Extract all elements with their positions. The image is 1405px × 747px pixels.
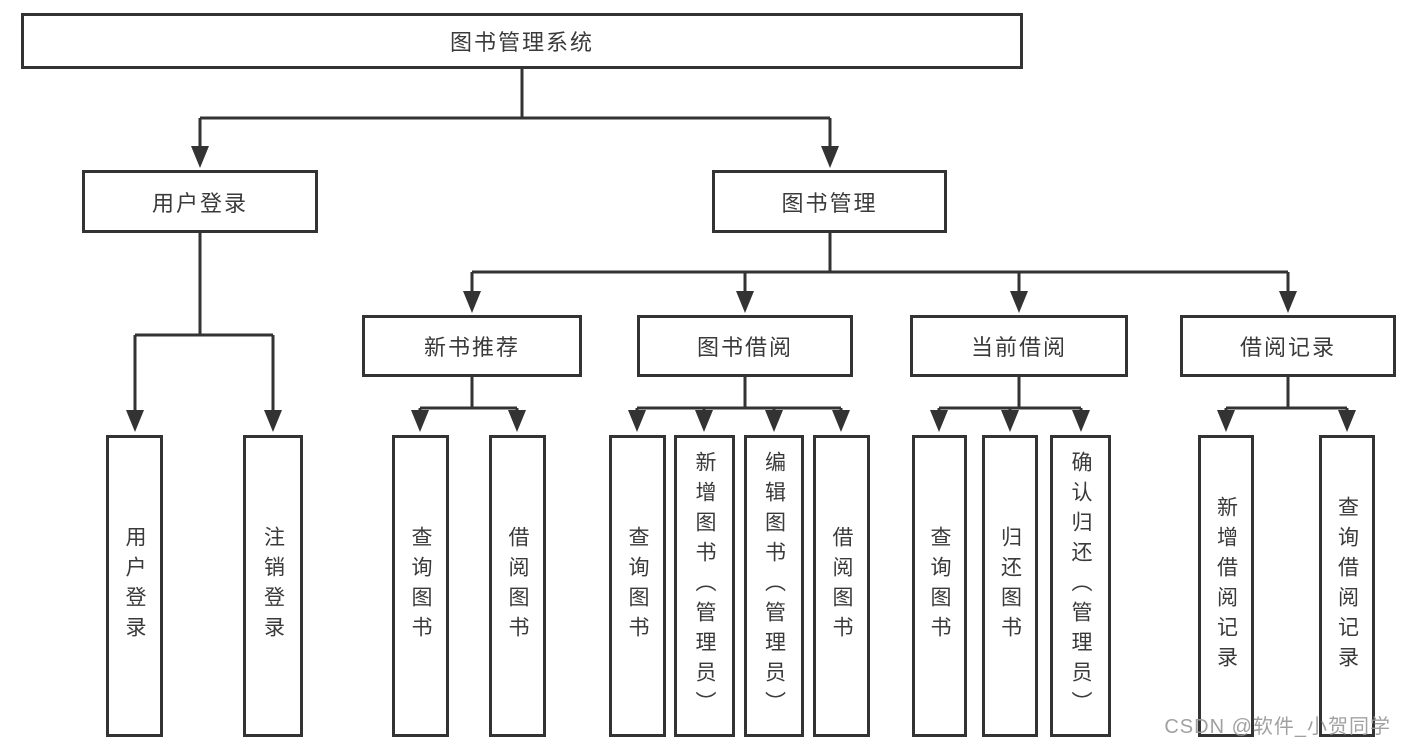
leaf-recommend-query-book: 查询图书 (392, 435, 449, 737)
arrowhead (930, 410, 948, 432)
arrowhead (191, 146, 209, 168)
arrowhead (1217, 410, 1235, 432)
arrowhead (736, 291, 754, 313)
leaf-current-return-book-label: 归还图书 (998, 526, 1022, 646)
leaf-recommend-borrow-book-label: 借阅图书 (506, 526, 529, 646)
leaf-records-query-borrow-record: 查询借阅记录 (1319, 435, 1375, 737)
node-book-management: 图书管理 (712, 170, 947, 233)
arrowhead (508, 410, 526, 432)
node-borrowing-records-label: 借阅记录 (1239, 335, 1336, 360)
leaf-borrowing-edit-book-admin-label: 编辑图书（管理员） (762, 451, 786, 721)
leaf-records-add-borrow-record-label: 新增借阅记录 (1214, 496, 1238, 676)
node-book-borrowing: 图书借阅 (637, 315, 853, 377)
leaf-recommend-query-book-label: 查询图书 (409, 526, 432, 646)
leaf-current-confirm-return-admin: 确认归还（管理员） (1050, 435, 1111, 737)
node-user-login: 用户登录 (82, 170, 318, 233)
node-current-borrowing-label: 当前借阅 (970, 335, 1067, 360)
arrowhead (463, 291, 481, 313)
node-root: 图书管理系统 (21, 13, 1023, 69)
arrowhead (1279, 291, 1297, 313)
leaf-current-query-book-label: 查询图书 (928, 526, 951, 646)
arrowhead (765, 410, 783, 432)
arrowhead (264, 410, 282, 432)
arrowhead (832, 410, 850, 432)
leaf-borrowing-add-book-admin: 新增图书（管理员） (674, 435, 735, 737)
leaf-borrowing-edit-book-admin: 编辑图书（管理员） (744, 435, 804, 737)
leaf-borrowing-add-book-admin-label: 新增图书（管理员） (693, 451, 716, 721)
arrowhead (821, 146, 839, 168)
node-new-book-recommendation-label: 新书推荐 (423, 335, 520, 360)
arrowhead (1338, 410, 1356, 432)
connector-lines (133, 69, 1349, 411)
arrowhead (1010, 291, 1028, 313)
leaf-recommend-borrow-book: 借阅图书 (489, 435, 546, 737)
leaf-logout-login: 注销登录 (243, 435, 303, 737)
node-new-book-recommendation: 新书推荐 (362, 315, 582, 377)
arrowhead (1001, 410, 1019, 432)
node-current-borrowing: 当前借阅 (910, 315, 1128, 377)
node-book-management-label: 图书管理 (781, 190, 878, 216)
node-book-borrowing-label: 图书借阅 (696, 335, 793, 360)
leaf-borrowing-query-book-label: 查询图书 (626, 526, 649, 646)
leaf-records-add-borrow-record: 新增借阅记录 (1198, 435, 1254, 737)
arrowhead (628, 410, 646, 432)
node-root-label: 图书管理系统 (449, 30, 594, 55)
watermark-text: CSDN @软件_小贺同学 (1164, 716, 1391, 738)
leaf-user-login-label: 用户登录 (123, 526, 146, 646)
arrowhead (1072, 410, 1090, 432)
leaf-current-query-book: 查询图书 (912, 435, 967, 737)
leaf-borrowing-query-book: 查询图书 (609, 435, 666, 737)
leaf-current-return-book: 归还图书 (982, 435, 1038, 737)
arrowhead (126, 410, 144, 432)
leaf-user-login: 用户登录 (106, 435, 163, 737)
leaf-logout-login-label: 注销登录 (261, 526, 285, 646)
leaf-borrowing-borrow-book-label: 借阅图书 (830, 526, 853, 646)
arrowhead (411, 410, 429, 432)
leaf-records-query-borrow-record-label: 查询借阅记录 (1335, 496, 1359, 676)
node-borrowing-records: 借阅记录 (1180, 315, 1396, 377)
leaf-borrowing-borrow-book: 借阅图书 (813, 435, 870, 737)
arrowhead (695, 410, 713, 432)
leaf-current-confirm-return-admin-label: 确认归还（管理员） (1069, 451, 1092, 721)
node-user-login-label: 用户登录 (151, 190, 248, 216)
